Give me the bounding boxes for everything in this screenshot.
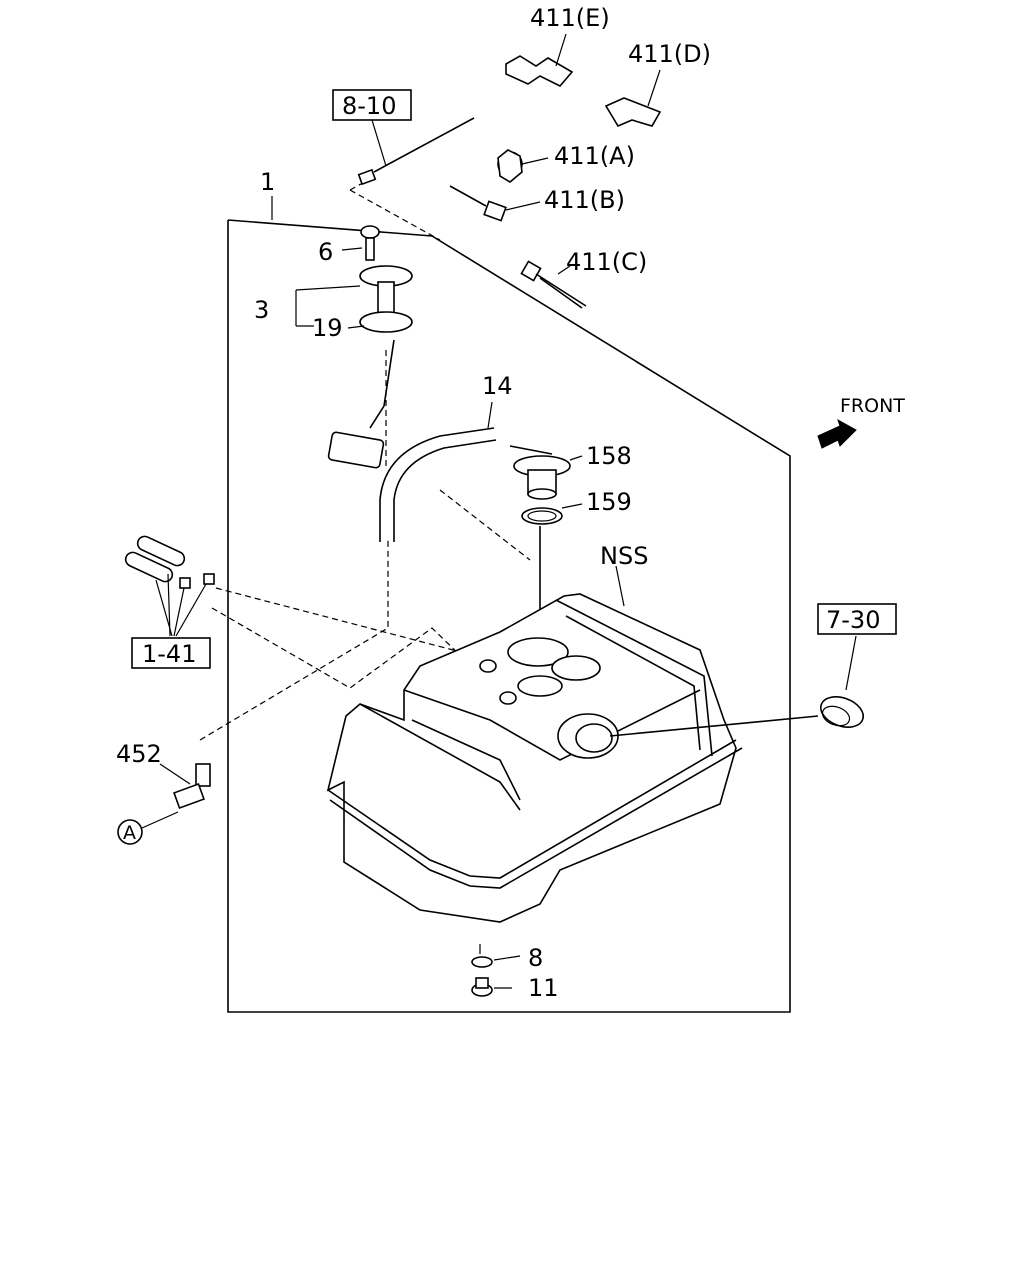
assembly-label: 1: [260, 168, 275, 196]
svg-text:159: 159: [586, 488, 632, 516]
svg-text:411(A): 411(A): [554, 142, 635, 170]
svg-text:14: 14: [482, 372, 513, 400]
clip-411-c: 411(C): [520, 248, 647, 309]
svg-text:A: A: [123, 822, 136, 844]
clip-411-e: 411(E): [505, 4, 610, 87]
svg-text:411(D): 411(D): [628, 40, 711, 68]
svg-text:19: 19: [312, 314, 343, 342]
fuel-tank: NSS: [326, 542, 743, 923]
svg-text:11: 11: [528, 974, 559, 1002]
svg-text:FRONT: FRONT: [840, 395, 905, 417]
callout-a: A: [117, 811, 179, 845]
svg-text:NSS: NSS: [600, 542, 648, 570]
cable-tie: [357, 117, 475, 186]
clip-411-b: 411(B): [449, 185, 625, 222]
connector-452: 452: [116, 740, 211, 809]
svg-text:3: 3: [254, 296, 269, 324]
clip-411-a: 411(A): [497, 142, 635, 183]
ref-box-8-10: 8-10: [332, 89, 412, 167]
svg-text:411(B): 411(B): [544, 186, 625, 214]
assembly-outline: [227, 196, 791, 1013]
breather-tubes: [124, 535, 215, 637]
part-158: 158: [509, 442, 632, 500]
front-arrow-icon: [817, 418, 857, 449]
svg-text:6: 6: [318, 238, 333, 266]
svg-text:158: 158: [586, 442, 632, 470]
ref-box-7-30: 7-30: [817, 603, 897, 635]
washer-8: 8: [471, 944, 543, 972]
svg-text:7-30: 7-30: [826, 606, 880, 634]
front-indicator: FRONT: [817, 395, 905, 449]
filler-cap: [609, 635, 865, 737]
svg-text:8-10: 8-10: [342, 92, 396, 120]
svg-text:452: 452: [116, 740, 162, 768]
svg-text:411(C): 411(C): [566, 248, 647, 276]
clip-411-d: 411(D): [604, 40, 711, 128]
screw-6: 6: [318, 225, 380, 266]
fuel-sender-unit: 3 19: [254, 265, 413, 469]
svg-text:411(E): 411(E): [530, 4, 610, 32]
svg-text:8: 8: [528, 944, 543, 972]
plug-11: 11: [471, 974, 559, 1002]
svg-text:1-41: 1-41: [142, 640, 196, 668]
hose-14: 14: [379, 372, 513, 542]
ref-box-1-41: 1-41: [131, 637, 211, 669]
